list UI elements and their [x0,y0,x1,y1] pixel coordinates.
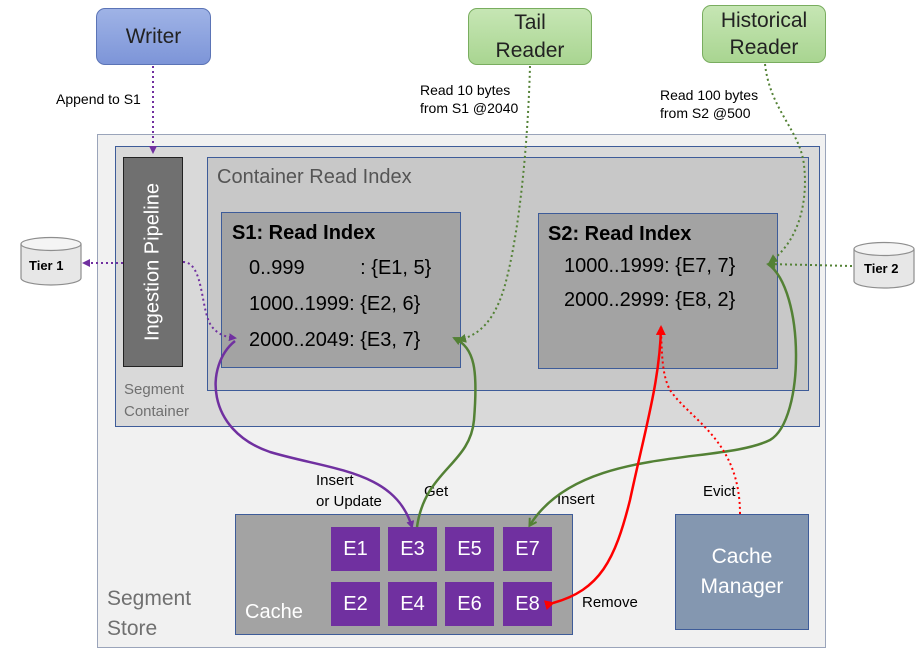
s1-entry-3: 2000..2049: {E3, 7} [249,329,421,351]
s2-read-index-title: S2: Read Index [548,223,692,245]
evict-label: Evict [703,483,736,500]
cache-label: Cache [245,601,303,623]
s2-entry-1: 1000..1999: {E7, 7} [564,255,736,277]
container-read-index-title: Container Read Index [217,166,412,188]
append-label: Append to S1 [56,91,141,107]
ingestion-pipeline-label: Ingestion Pipeline [141,183,164,341]
cache-entry: E3 [388,527,437,571]
cache-entry: E1 [331,527,380,571]
cache-entry: E6 [445,582,494,626]
tier-2-cylinder-icon [853,241,915,289]
get-label: Get [424,483,449,500]
remove-label: Remove [582,594,638,611]
s1-entry-2: 1000..1999: {E2, 6} [249,293,421,315]
cache-entry: E8 [503,582,552,626]
writer-box: Writer [96,8,211,65]
ingestion-pipeline [123,157,183,367]
cache-entry: E5 [445,527,494,571]
tier-2-label: Tier 2 [864,261,899,276]
s1-entry-1: 0..999 : {E1, 5} [249,257,432,279]
insert-label: Insert [557,491,595,508]
tier-1-cylinder-icon [20,236,82,286]
cache-entry: E2 [331,582,380,626]
s1-read-index-title: S1: Read Index [232,222,376,244]
s2-entry-2: 2000..2999: {E8, 2} [564,289,736,311]
cache-entry: E4 [388,582,437,626]
cache-entry: E7 [503,527,552,571]
tier-1-label: Tier 1 [29,258,64,273]
